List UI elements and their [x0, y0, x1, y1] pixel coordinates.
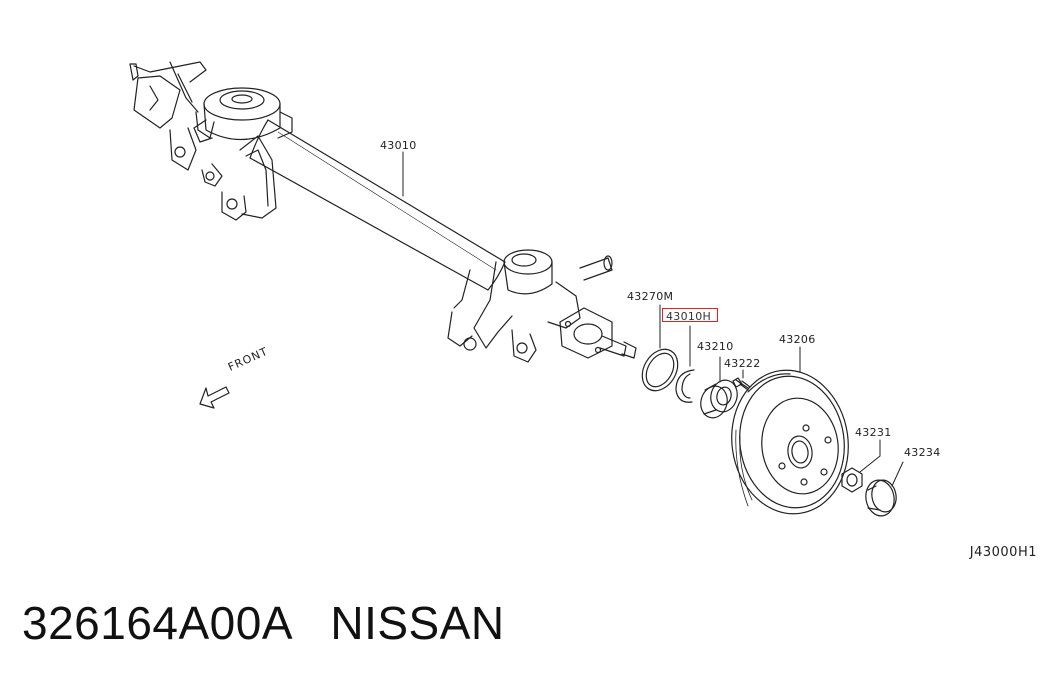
right-spring-seat	[447, 249, 581, 363]
callout-43222: 43222	[724, 357, 761, 370]
hub-nut	[841, 467, 863, 493]
drawing-code: J43000H1	[969, 545, 1037, 560]
callout-43206: 43206	[779, 333, 816, 346]
callout-highlighted-part[interactable]: 43010H	[666, 310, 712, 323]
axle-beam	[249, 119, 506, 291]
grease-cap	[865, 479, 897, 517]
callout-43231: 43231	[855, 426, 892, 439]
callout-43010: 43010	[380, 139, 417, 152]
stub-axle	[559, 255, 637, 359]
left-spring-seat	[193, 87, 293, 143]
part-caption: 326164A00A NISSAN	[22, 596, 505, 650]
seal-ring	[641, 348, 679, 392]
highlight-box	[662, 308, 718, 322]
callout-43210: 43210	[697, 340, 734, 353]
snap-ring	[675, 369, 695, 403]
part-number: 326164A00A	[22, 597, 291, 649]
brake-drum	[731, 369, 849, 515]
callout-43270m: 43270M	[627, 290, 674, 303]
brand-name: NISSAN	[330, 597, 505, 649]
leader-lines	[402, 151, 904, 487]
callout-43234: 43234	[904, 446, 941, 459]
hub-bolt	[732, 377, 751, 391]
wheel-bearing	[700, 379, 738, 419]
front-arrow-icon	[199, 386, 230, 409]
